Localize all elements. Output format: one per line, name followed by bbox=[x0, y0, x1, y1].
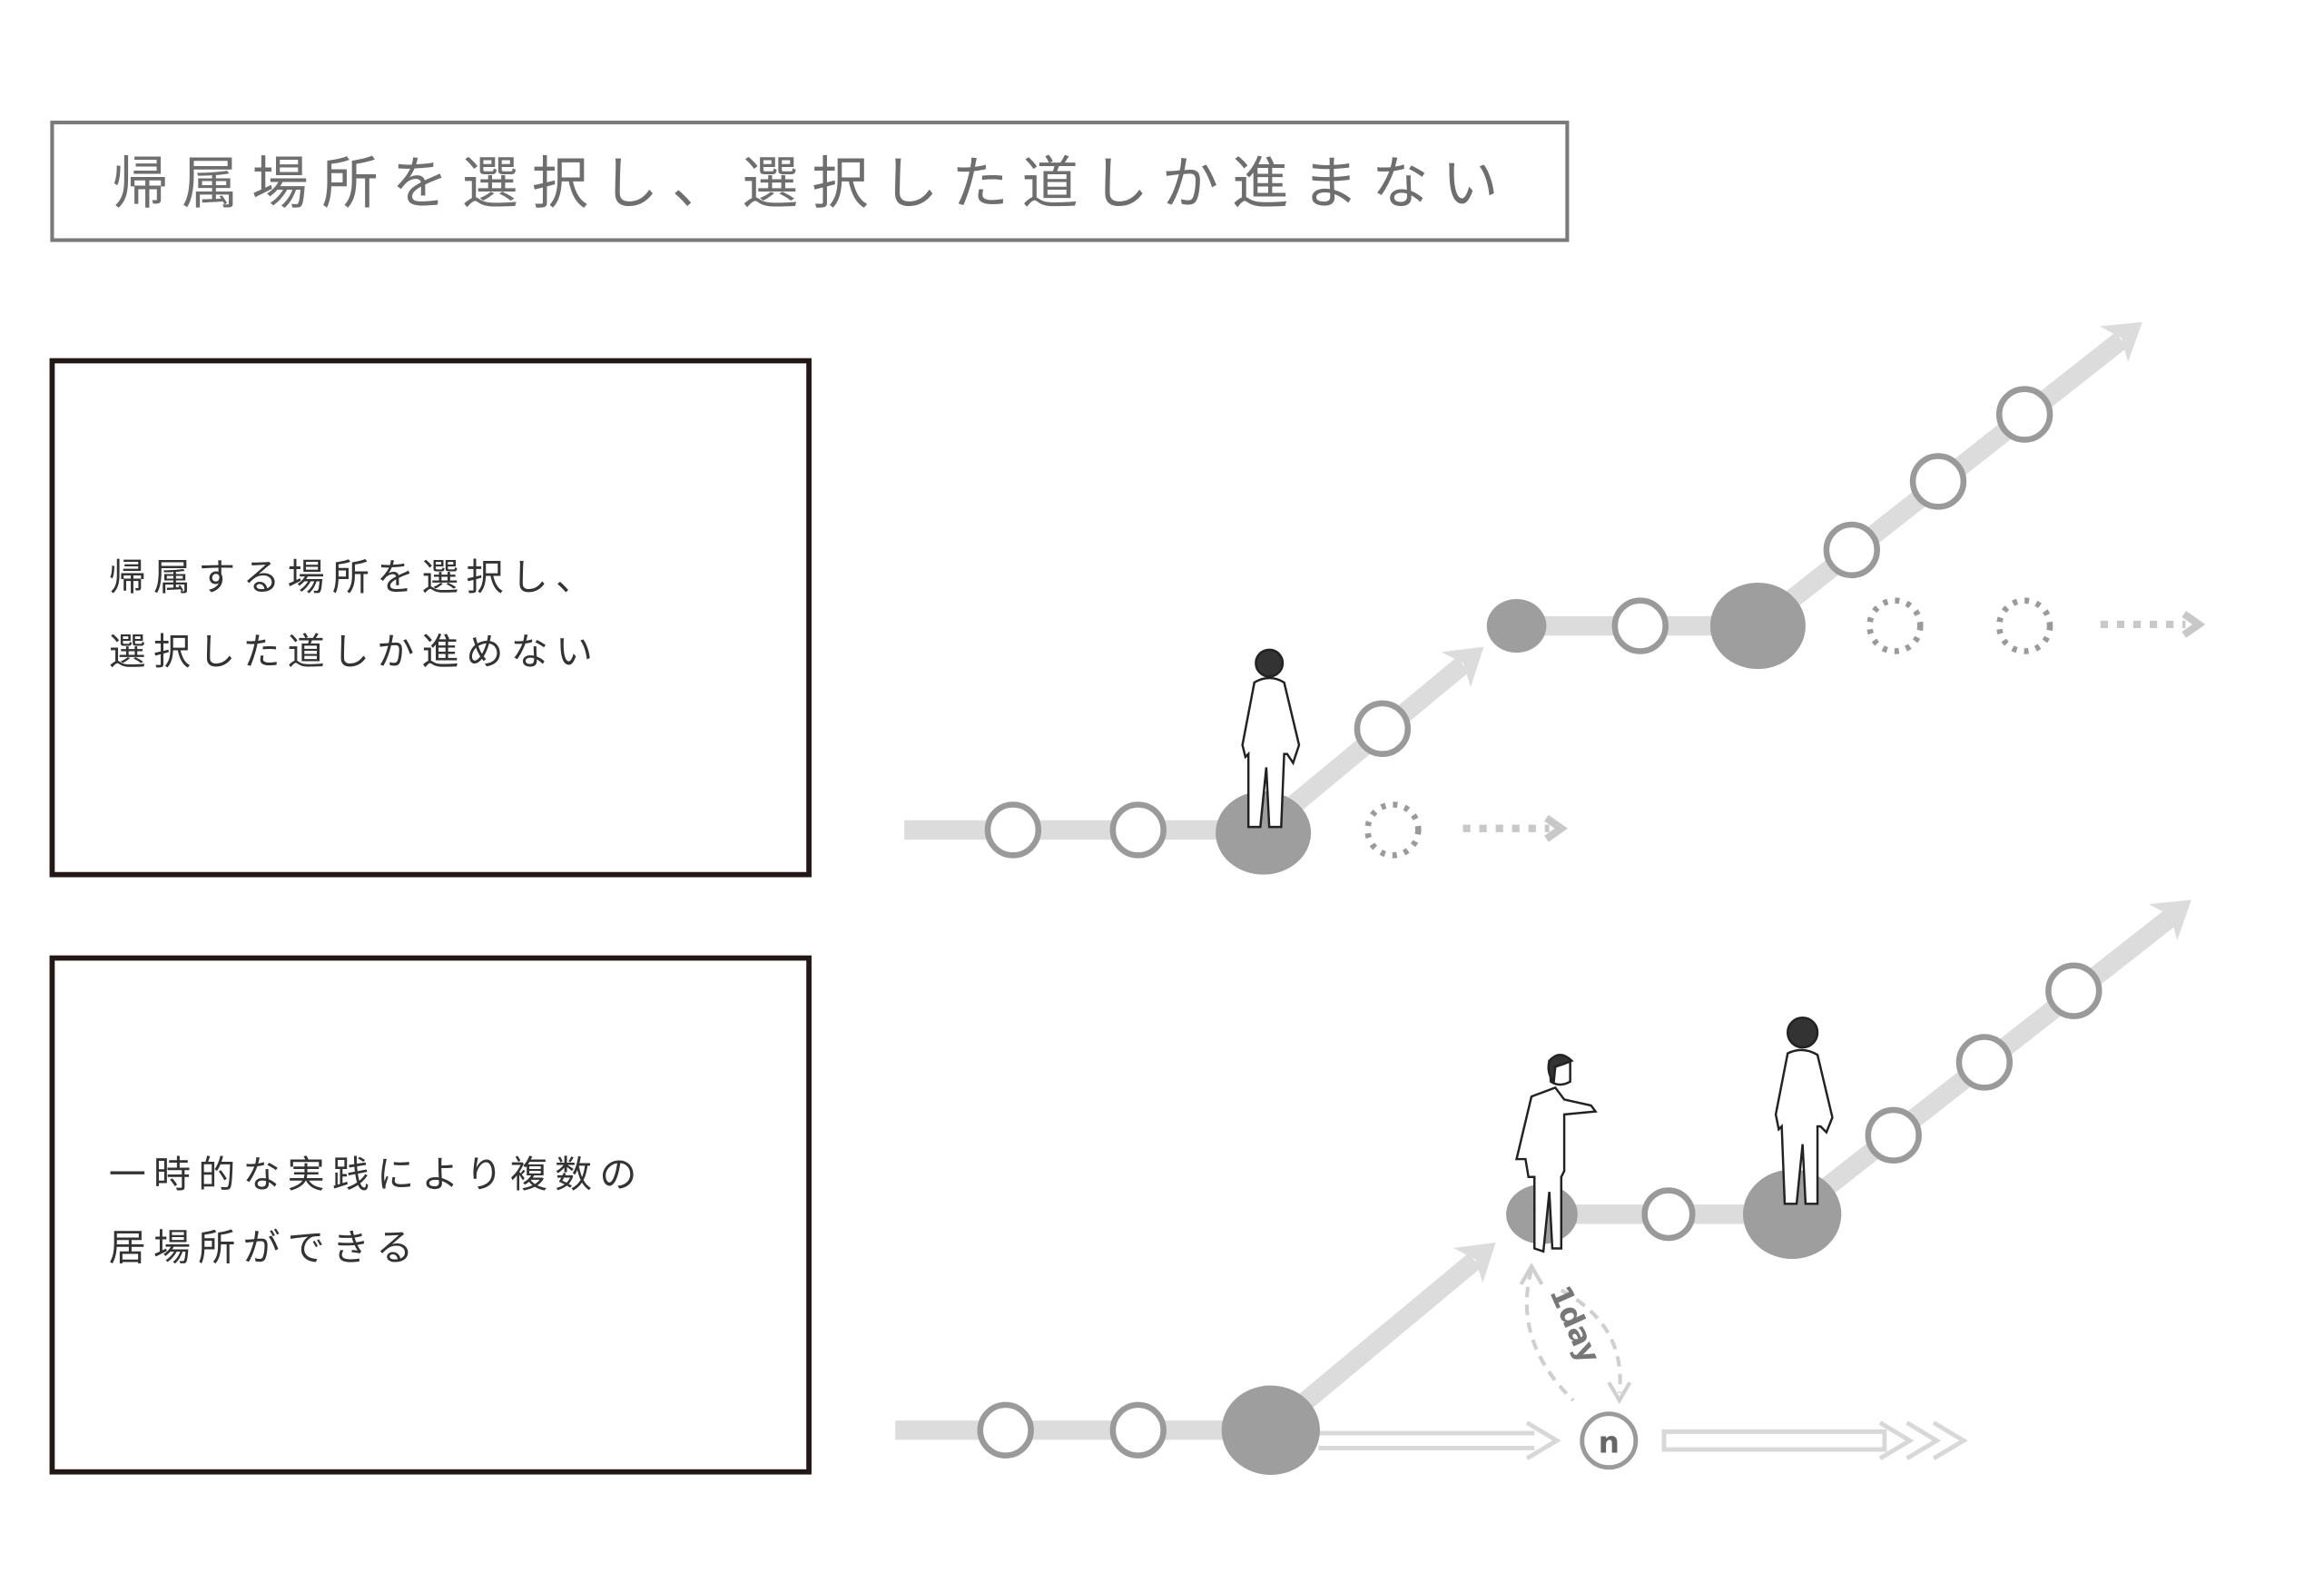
node-n-label: n bbox=[1599, 1425, 1620, 1459]
panel-2-line-1: 一時的な実践により複数の bbox=[109, 1153, 645, 1196]
node-n: n bbox=[1580, 1411, 1639, 1470]
person-icon bbox=[1515, 1053, 1598, 1253]
panel-1-line-1: 帰属する場所を選択し、 bbox=[109, 555, 600, 599]
panel-2: 一時的な実践により複数の 居場所ができる bbox=[49, 955, 812, 1475]
panel-2-line-2: 居場所ができる bbox=[109, 1226, 421, 1270]
day-loop bbox=[1524, 1268, 1622, 1402]
duration-label: 1day bbox=[1542, 1281, 1607, 1369]
title-text: 帰属場所を選択し、選択した道しか進まない bbox=[112, 151, 1512, 217]
chevron-icon bbox=[1544, 814, 1568, 842]
person-icon bbox=[1774, 1016, 1834, 1205]
arrow-down-icon bbox=[1607, 1381, 1632, 1404]
chevron-icon bbox=[2181, 611, 2206, 638]
arrow-up-icon bbox=[1519, 1263, 1544, 1285]
dotted-arrow bbox=[1462, 620, 2186, 832]
person-icon bbox=[1241, 648, 1301, 829]
hollow-arrow bbox=[1318, 1420, 1968, 1461]
panel-1-line-2: 選択した道しか進めない bbox=[109, 630, 600, 673]
diagram-1-nodes bbox=[984, 386, 2053, 875]
panel-1: 帰属する場所を選択し、 選択した道しか進めない bbox=[49, 358, 812, 878]
diagram-1-paths bbox=[904, 332, 2128, 840]
title-box: 帰属場所を選択し、選択した道しか進まない bbox=[50, 120, 1570, 242]
